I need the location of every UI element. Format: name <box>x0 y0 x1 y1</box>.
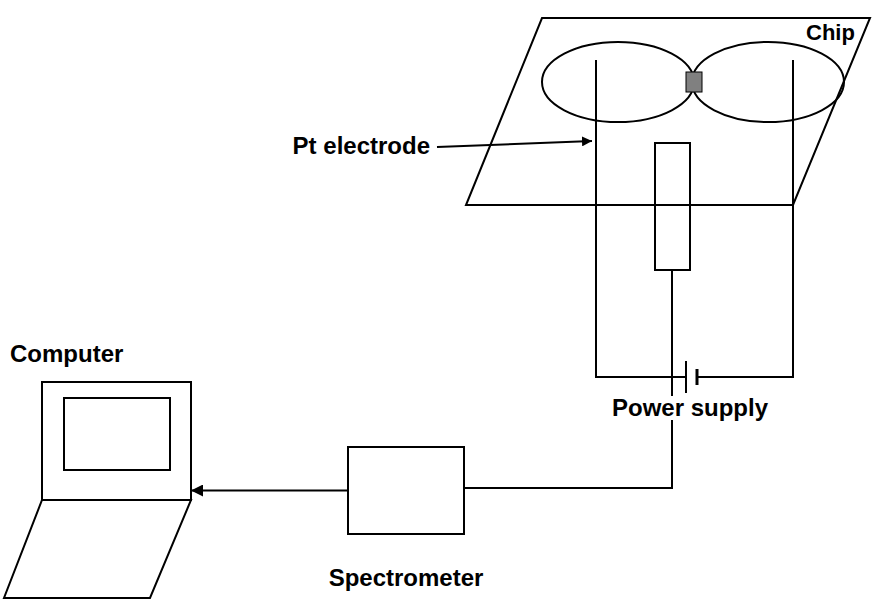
battery-plate <box>696 369 699 385</box>
electrode-label: Pt electrode <box>291 134 432 158</box>
computer-icon-outline <box>2 340 192 602</box>
signal-arrow <box>191 490 348 492</box>
channel <box>686 72 702 92</box>
reservoir <box>692 42 844 122</box>
spectrometer-box: Spectrometer <box>347 446 465 596</box>
node-label: Spectrometer <box>329 566 484 590</box>
optical-fiber <box>465 270 672 488</box>
laptop-screen <box>64 398 170 470</box>
computer-icon: Computer <box>2 340 192 602</box>
optical-probe <box>655 143 690 270</box>
battery-plate <box>685 361 687 393</box>
chip-plate-outline <box>466 18 870 205</box>
chip-outline <box>466 18 870 205</box>
reservoir <box>542 42 694 122</box>
power-supply-label: Power supply <box>610 396 770 420</box>
leader-arrow <box>437 141 592 147</box>
laptop-lid <box>42 382 191 500</box>
electrode-wire <box>697 60 793 377</box>
node-label: Computer <box>10 342 123 366</box>
chip-plate: Chip <box>466 18 870 205</box>
laptop-keyboard <box>4 500 191 598</box>
spectrometer-outline <box>348 447 464 534</box>
node-label: Chip <box>806 22 855 44</box>
